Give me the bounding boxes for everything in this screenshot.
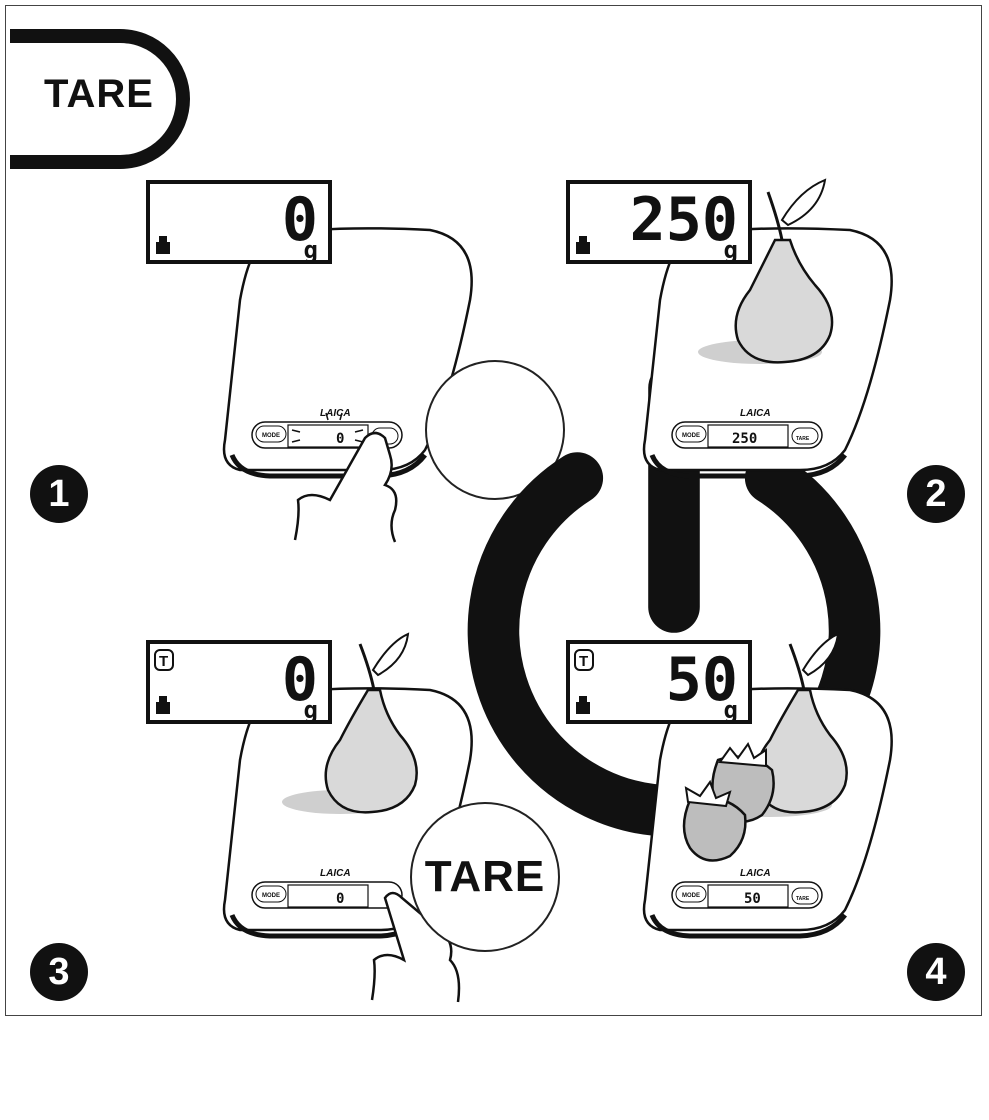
step-badge-3: 3 — [30, 943, 88, 1001]
step-badge-1: 1 — [30, 465, 88, 523]
unit-label: g — [304, 236, 318, 264]
step-badge-2: 2 — [907, 465, 965, 523]
mode-button-label: MODE — [682, 433, 700, 439]
brand-logo: LAICA — [320, 868, 351, 879]
pear — [324, 688, 418, 814]
scale-illustration: MODE 0 LAICA 0 g — [146, 180, 473, 543]
scale-illustration: MODE 0 LAICA T 0 g — [146, 632, 473, 1003]
pear-stem — [788, 643, 806, 691]
pear-stem — [766, 191, 784, 241]
tare-button-small — [791, 427, 819, 445]
scale-illustration: MODE 250 LAICA TARE 250 g — [566, 178, 893, 479]
mode-button — [675, 425, 707, 443]
weight-icon — [576, 702, 590, 714]
step-panel-4: MODE 50 LAICA TARE T 50 g 4 — [420, 630, 965, 1120]
pear-leaf — [780, 178, 827, 227]
tare-button-label: TARE — [796, 436, 810, 442]
mini-lcd — [287, 424, 369, 448]
lcd-value: 0 — [282, 645, 318, 715]
mini-lcd — [707, 424, 789, 448]
pear-leaf — [801, 632, 840, 677]
instruction-page: TARE MODE 0 LAICA 0 — [0, 5, 982, 1016]
brand-logo: LAICA — [740, 868, 771, 879]
tare-tab-label: TARE — [44, 72, 154, 116]
weight-icon-handle — [159, 696, 167, 702]
weight-icon-handle — [579, 236, 587, 242]
mode-button-label: MODE — [262, 433, 280, 439]
scale-base-edge — [649, 913, 847, 939]
tare-button-small — [791, 887, 819, 905]
strawberry-leaves — [684, 779, 732, 808]
pointing-finger — [370, 891, 461, 1003]
weight-icon — [576, 242, 590, 254]
tare-callout-label: TARE — [424, 852, 546, 901]
lcd-panel — [566, 640, 752, 724]
pear — [734, 238, 834, 364]
tare-indicator-icon — [574, 649, 594, 671]
scale-base-edge — [649, 453, 847, 479]
strawberry — [682, 796, 747, 862]
lcd-value: 50 — [666, 645, 738, 715]
mode-button-label: MODE — [682, 893, 700, 899]
brand-logo: LAICA — [320, 408, 351, 419]
scale-illustration: MODE 50 LAICA TARE T 50 g — [566, 632, 893, 939]
blink-rays — [291, 412, 364, 443]
step-badge-4: 4 — [907, 943, 965, 1001]
unit-label: g — [304, 696, 318, 724]
brand-logo: LAICA — [740, 408, 771, 419]
pear-stem — [358, 643, 376, 691]
tare-button-label: TARE — [796, 896, 810, 902]
tare-indicator-letter: T — [579, 653, 588, 670]
mode-button — [255, 885, 287, 903]
lcd-panel — [146, 640, 332, 724]
tare-tab-shape — [10, 29, 190, 169]
mode-button-label: MODE — [262, 893, 280, 899]
scale-base-edge — [229, 453, 427, 479]
tare-indicator-icon — [154, 649, 174, 671]
mini-lcd-value: 250 — [732, 431, 757, 447]
mini-lcd — [287, 884, 369, 908]
weight-icon-handle — [579, 696, 587, 702]
step-panel-3: MODE 0 LAICA T 0 g TARE 3 — [0, 630, 560, 1120]
weight-icon-handle — [159, 236, 167, 242]
mini-lcd-value: 0 — [336, 891, 344, 907]
lcd-panel — [566, 180, 752, 264]
tare-indicator-letter: T — [159, 653, 168, 670]
weight-icon — [156, 702, 170, 714]
mini-lcd-value: 0 — [336, 431, 344, 447]
weight-icon — [156, 242, 170, 254]
pointing-finger — [293, 431, 398, 543]
tare-callout: TARE — [410, 802, 560, 952]
mini-lcd — [707, 884, 789, 908]
step-panel-1: MODE 0 LAICA 0 g 1 — [0, 170, 881, 837]
lcd-value: 0 — [282, 185, 318, 255]
step-panel-2: MODE 250 LAICA TARE 250 g 2 — [420, 170, 965, 660]
mini-lcd-value: 50 — [744, 891, 761, 907]
page-border — [5, 5, 982, 1016]
strawberry-leaves — [718, 741, 767, 768]
lcd-panel — [146, 180, 332, 264]
pear-leaf — [371, 632, 410, 677]
unit-label: g — [724, 696, 738, 724]
unit-label: g — [724, 236, 738, 264]
pear — [754, 688, 848, 814]
lcd-value: 250 — [630, 185, 738, 255]
mode-button — [675, 885, 707, 903]
mode-button — [255, 425, 287, 443]
